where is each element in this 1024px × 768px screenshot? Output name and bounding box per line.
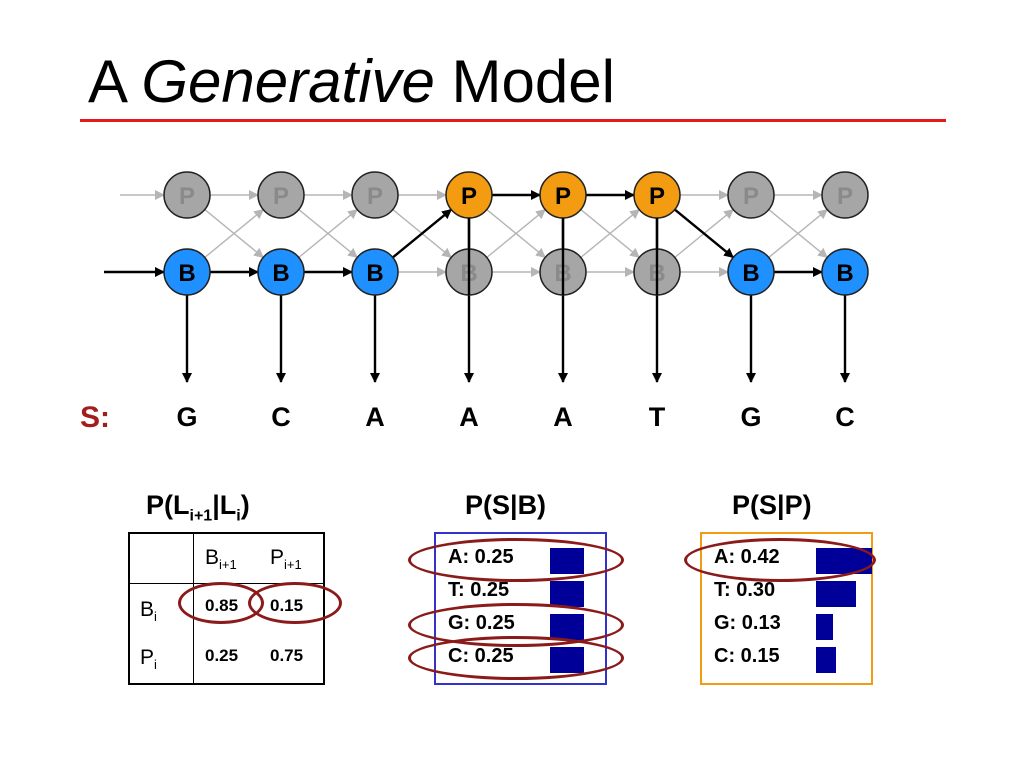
sequence-letter-1: C: [271, 402, 291, 432]
highlight-circle-b-a: [408, 538, 624, 582]
title-emphasis: Generative: [141, 48, 435, 115]
state-node-b-1: [257, 248, 305, 296]
transition-edge-4-B-P: [580, 208, 640, 258]
col-header-p: Pi+1: [270, 546, 302, 573]
prob-p-to-b: 0.25: [205, 646, 239, 665]
sequence-letter-0: G: [176, 402, 197, 432]
sequence-letter-3: A: [459, 402, 479, 432]
state-label-b-1: B: [272, 260, 289, 287]
sequence-label: S:: [80, 401, 110, 434]
state-node-b-6: [727, 248, 775, 296]
state-label-p-7: P: [837, 183, 853, 210]
highlight-circle-b-to-p: [248, 582, 342, 624]
state-node-b-2: [351, 248, 399, 296]
state-nodes: PBPBPBPBPBPBPBPB: [163, 171, 869, 296]
state-label-b-6: B: [742, 260, 759, 287]
title-prefix: A: [88, 48, 142, 115]
state-node-b-7: [821, 248, 869, 296]
sequence-letter-5: T: [649, 402, 666, 432]
col-header-b: Bi+1: [205, 546, 237, 573]
state-label-p-2: P: [367, 183, 383, 210]
state-label-p-0: P: [179, 183, 195, 210]
slide-title: A Generative Model: [88, 52, 615, 112]
sequence-letter-2: A: [365, 402, 385, 432]
state-label-p-1: P: [273, 183, 289, 210]
emission-b-bar-t: [550, 581, 584, 607]
sequence-letter-4: A: [553, 402, 573, 432]
transition-edge-3-B-P: [486, 208, 546, 258]
state-node-p-6: [727, 171, 775, 219]
emission-p-bar-g: [816, 614, 833, 640]
sequence-letter-7: C: [835, 402, 855, 432]
state-node-p-7: [821, 171, 869, 219]
title-underline: [80, 119, 946, 122]
state-node-p-0: [163, 171, 211, 219]
transition-edge-5-P-B: [674, 208, 734, 259]
row-header-b: Bi: [140, 598, 157, 625]
transition-edge-0-B-P: [204, 208, 264, 258]
highlight-circle-p-a: [684, 538, 876, 582]
state-node-p-2: [351, 171, 399, 219]
prob-p-to-p: 0.75: [270, 646, 304, 665]
transition-edge-1-B-P: [298, 208, 358, 258]
highlight-circle-b-c: [408, 636, 624, 680]
sequence-letter-6: G: [740, 402, 761, 432]
state-label-p-4: P: [555, 183, 571, 210]
state-label-b-0: B: [178, 260, 195, 287]
state-label-b-7: B: [836, 260, 853, 287]
emission-p-title: P(S|P): [732, 490, 812, 520]
title-suffix: Model: [434, 48, 615, 115]
state-label-p-5: P: [649, 183, 665, 210]
state-node-b-0: [163, 248, 211, 296]
state-label-p-6: P: [743, 183, 759, 210]
emission-p-bar-c: [816, 647, 836, 673]
emission-b-title: P(S|B): [465, 490, 547, 520]
transition-title: P(Li+1|Li): [146, 490, 250, 525]
transition-edge-2-B-P: [392, 208, 452, 259]
active-path-edges: [104, 190, 823, 277]
emission-p-bar-t: [816, 581, 856, 607]
row-header-p: Pi: [140, 646, 157, 673]
state-node-p-1: [257, 171, 305, 219]
observed-sequence: S: G C A A A T G C: [80, 401, 855, 434]
transition-edge-6-B-P: [768, 208, 828, 258]
state-label-b-2: B: [366, 260, 383, 287]
inactive-transition-edges: [120, 190, 828, 277]
state-label-p-3: P: [461, 183, 477, 210]
